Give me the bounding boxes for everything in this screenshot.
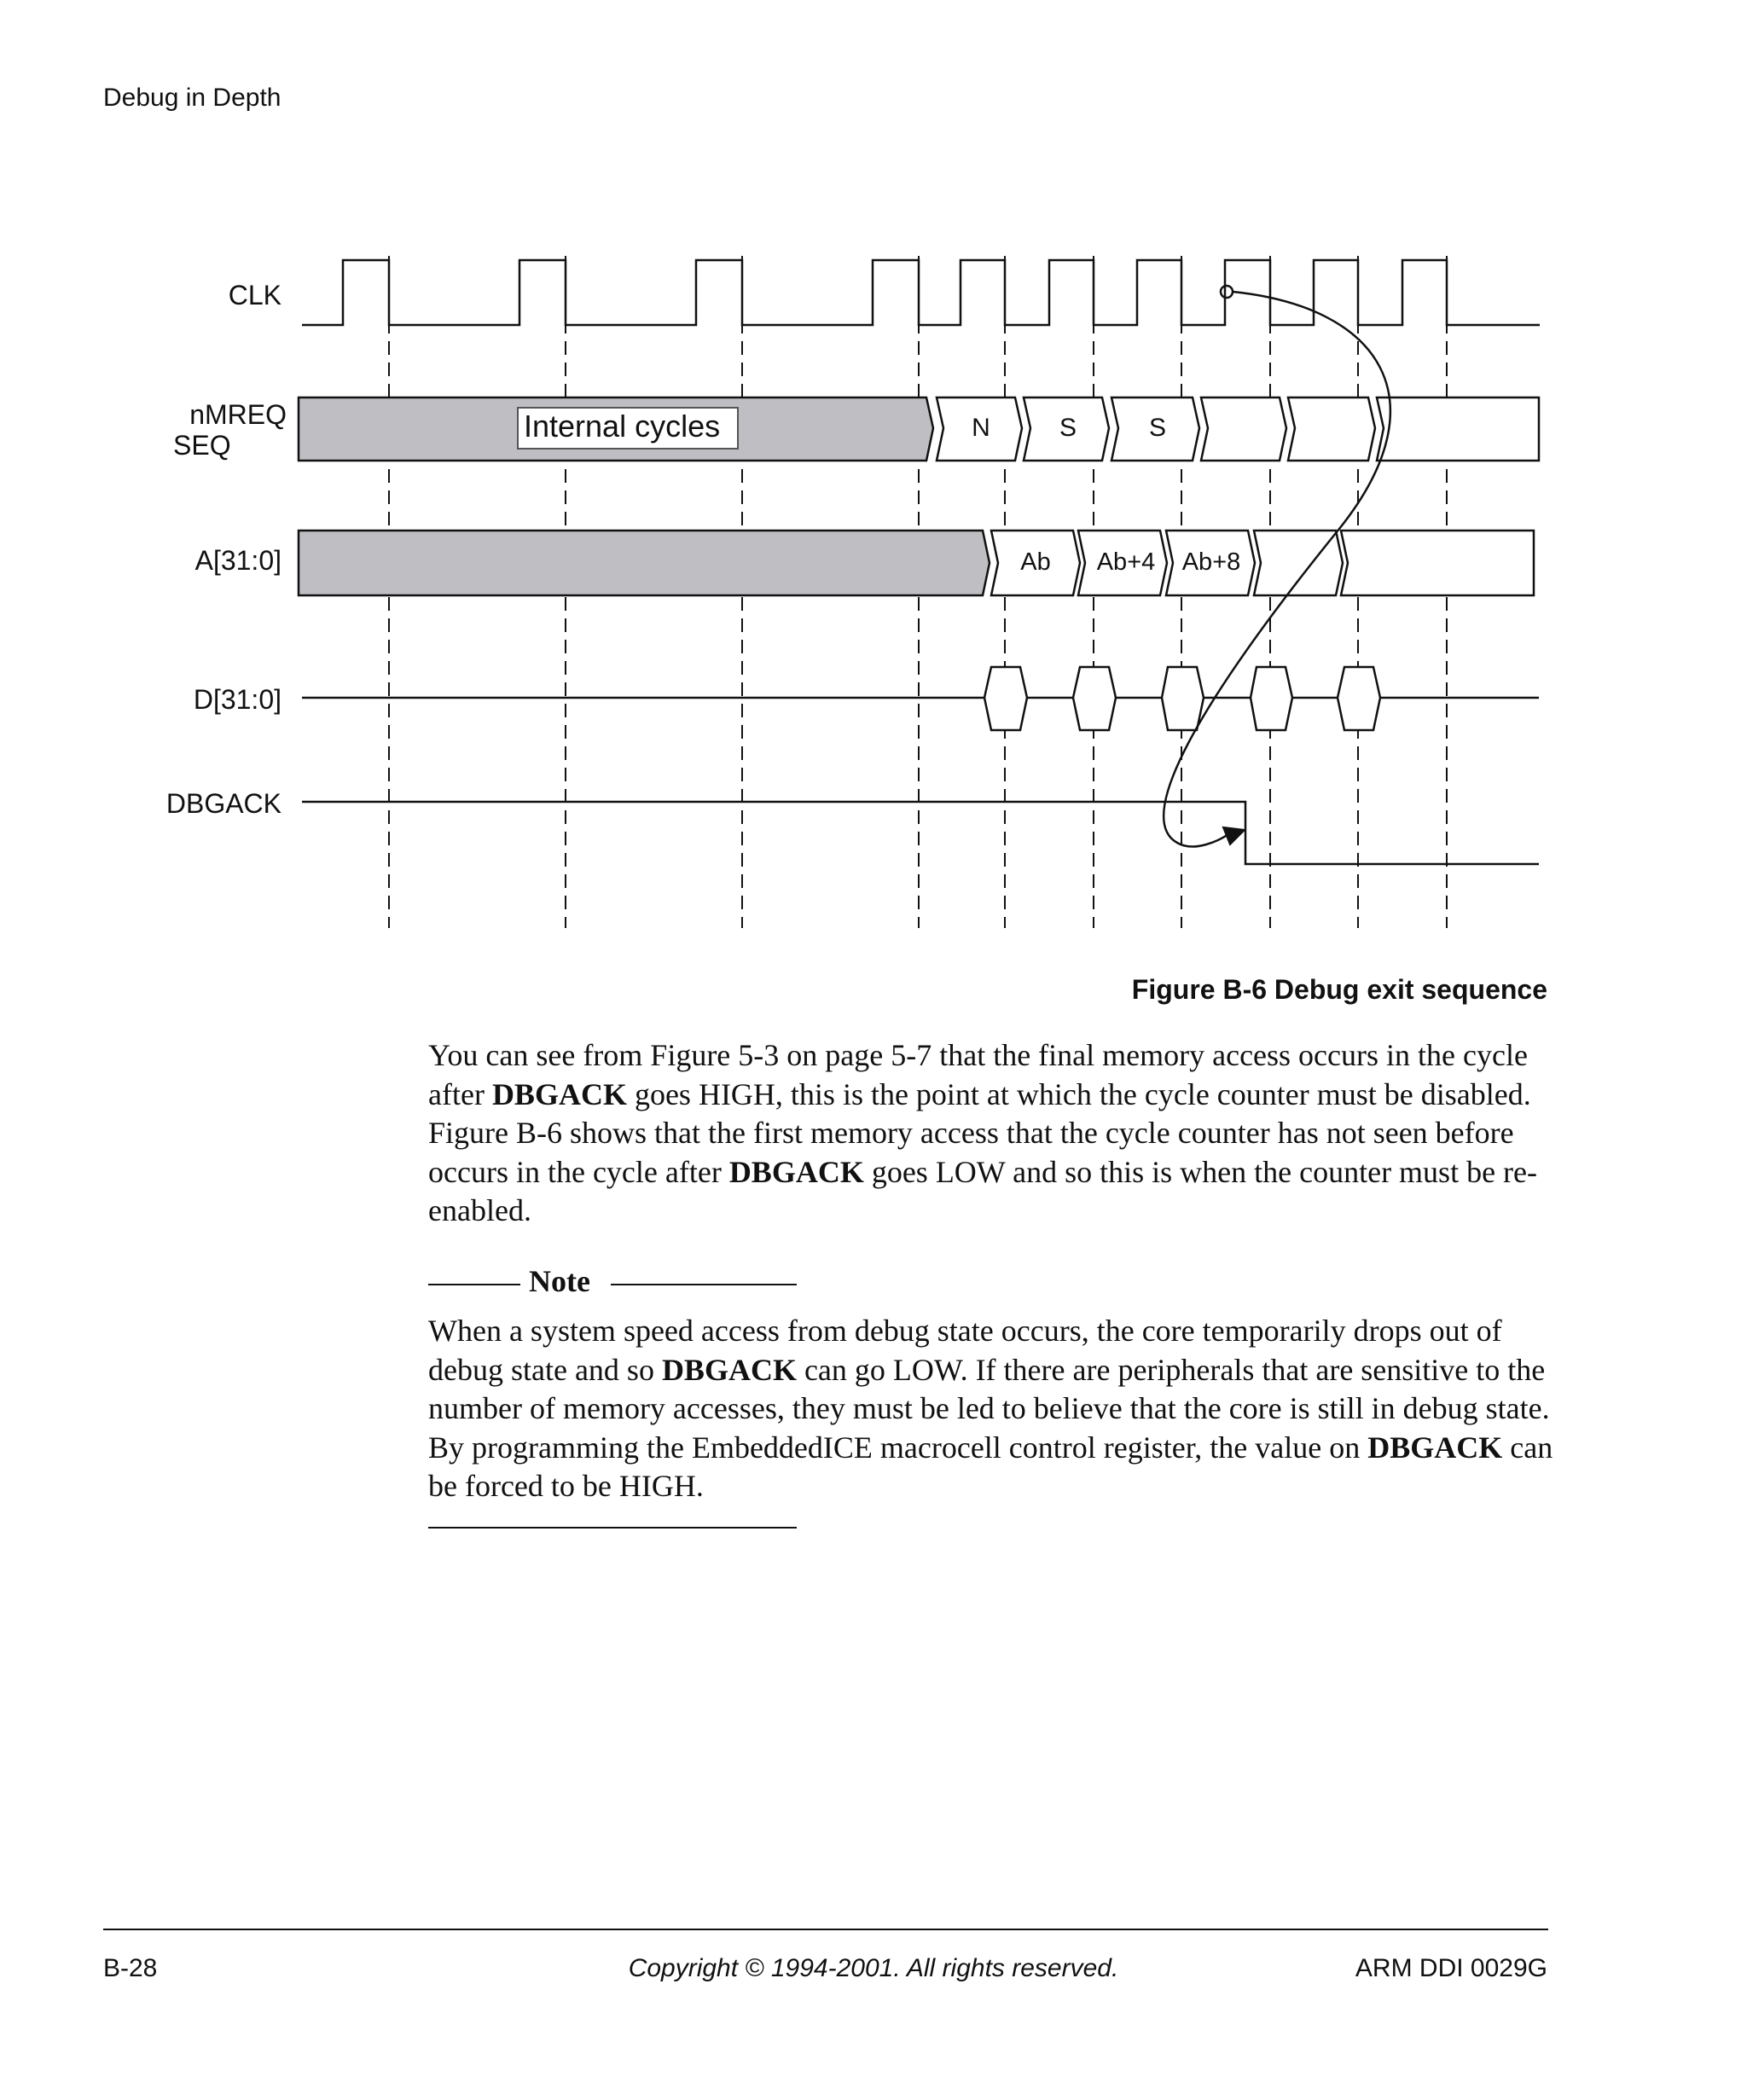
nmreq-cell-s2: S xyxy=(1149,414,1166,442)
note-paragraph: When a system speed access from debug st… xyxy=(428,1314,1553,1503)
arrow-head xyxy=(1222,826,1247,846)
signal-label-dbgack: DBGACK xyxy=(166,788,281,819)
note-rule-left xyxy=(428,1284,520,1285)
addr-internal-region xyxy=(297,529,991,597)
signal-label-clk: CLK xyxy=(229,280,281,310)
footer-copyright: Copyright © 1994-2001. All rights reserv… xyxy=(628,1954,1119,1982)
timing-diagram: CLK nMREQ SEQ A[31:0] D[31:0] DBGACK Int… xyxy=(166,256,1541,928)
page-header: Debug in Depth xyxy=(103,84,281,112)
cycle-markers xyxy=(388,256,1448,928)
dbgack-waveform xyxy=(302,800,1539,866)
addr-cell-ab4: Ab+4 xyxy=(1097,548,1156,576)
signal-label-nmreq: nMREQ xyxy=(189,399,287,430)
signal-label-seq: SEQ xyxy=(173,430,231,461)
note-label: Note xyxy=(529,1264,590,1298)
signal-label-addr: A[31:0] xyxy=(195,545,281,576)
causality-arrow xyxy=(1163,284,1392,848)
nmreq-cell-s1: S xyxy=(1059,414,1077,442)
signal-label-data: D[31:0] xyxy=(194,684,281,715)
nmreq-cell-n: N xyxy=(972,414,990,442)
addr-cells xyxy=(990,529,1535,597)
note-heading: Note xyxy=(428,1261,797,1302)
note-end-rule xyxy=(428,1527,797,1529)
data-waveform xyxy=(302,665,1539,732)
internal-cycles-box xyxy=(517,407,739,450)
body-paragraph: You can see from Figure 5-3 on page 5-7 … xyxy=(428,1038,1537,1227)
figure-caption: Figure B-6 Debug exit sequence xyxy=(1131,974,1547,1005)
note-rule-right xyxy=(611,1284,797,1285)
footer-page-number: B-28 xyxy=(103,1954,158,1982)
internal-cycles-label: Internal cycles xyxy=(524,409,720,444)
footer-doc-id: ARM DDI 0029G xyxy=(1355,1954,1547,1982)
footer-rule xyxy=(103,1929,1548,1930)
addr-cell-ab: Ab xyxy=(1020,548,1050,576)
nmreq-cells xyxy=(935,396,1541,462)
clk-waveform xyxy=(302,258,1540,327)
addr-cell-ab8: Ab+8 xyxy=(1182,548,1241,576)
